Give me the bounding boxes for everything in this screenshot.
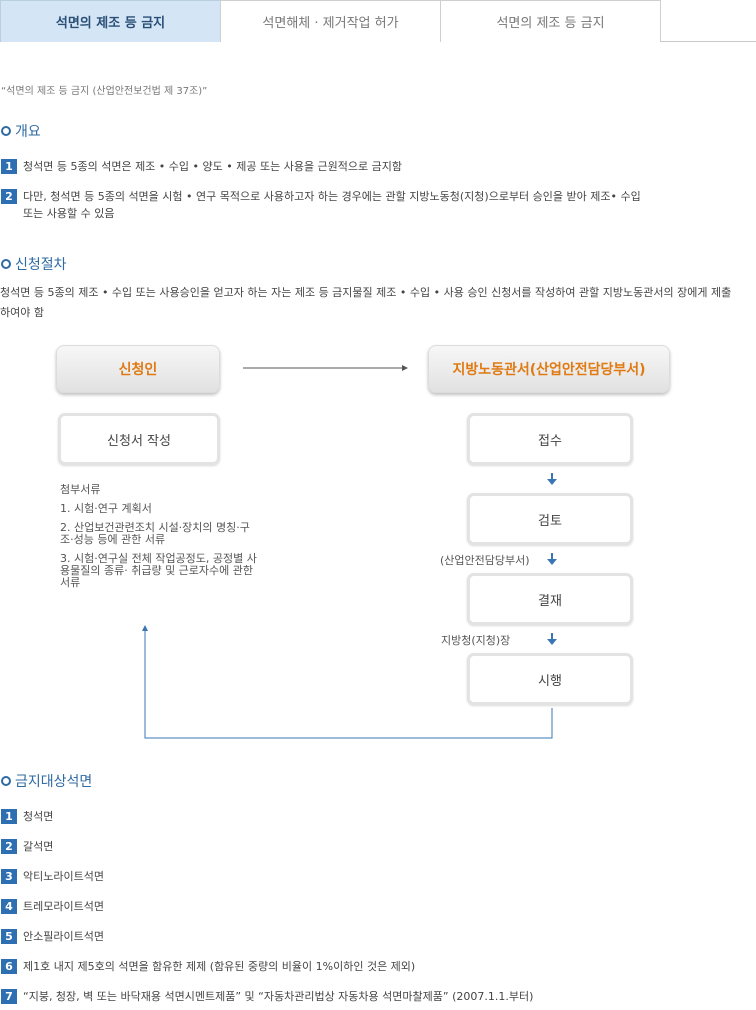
- number-badge: 5: [1, 929, 17, 944]
- attachment-item: 2. 산업보건관련조치 시설·장치의 명칭·구조·성능 등에 관한 서류: [60, 521, 250, 546]
- tab-asbestos-ban[interactable]: 석면의 제조 등 금지: [0, 0, 221, 42]
- bullet-ring-icon: [1, 259, 11, 269]
- banned-item: 1 청석면: [1, 808, 53, 825]
- overview-item: 2 다만, 청석면 등 5종의 석면을 시험 • 연구 목적으로 사용하고자 하…: [1, 188, 641, 222]
- step-receive-box: 접수: [467, 413, 633, 465]
- tab-bar: 석면의 제조 등 금지 석면해체 · 제거작업 허가 석면의 제조 등 금지: [0, 0, 756, 42]
- bullet-ring-icon: [1, 126, 11, 136]
- banned-title-text: 금지대상석면: [15, 774, 93, 790]
- number-badge: 2: [1, 189, 17, 204]
- applicant-header: 신청인: [56, 345, 220, 393]
- approve-head-label: 지방청(지청)장: [441, 634, 511, 647]
- number-badge: 2: [1, 839, 17, 854]
- number-badge: 6: [1, 959, 17, 974]
- step-approve-box: 결재: [467, 573, 633, 625]
- office-header: 지방노동관서(산업안전담당부서): [428, 345, 670, 393]
- arrow-head-right-icon: [402, 365, 408, 371]
- banned-item-text: 갈석면: [23, 840, 54, 853]
- banned-item: 2 갈석면: [1, 838, 53, 855]
- procedure-title-text: 신청절차: [15, 257, 67, 273]
- banned-item: 7 “지붕, 청장, 벽 또는 바닥재용 석면시멘트제품” 및 “자동차관리법상…: [1, 988, 533, 1005]
- step-review-box: 검토: [467, 493, 633, 545]
- arrow-down-icon: [547, 633, 557, 645]
- section-overview-title: 개요: [1, 121, 41, 141]
- banned-item-text: 트레모라이트석면: [23, 900, 104, 913]
- number-badge: 4: [1, 899, 17, 914]
- attachments-list: 첨부서류 1. 시험·연구 계획서 2. 산업보건관련조치 시설·장치의 명칭·…: [60, 484, 260, 596]
- attachment-item: 1. 시험·연구 계획서: [60, 502, 152, 515]
- tab-asbestos-ban-2[interactable]: 석면의 제조 등 금지: [440, 0, 661, 42]
- arrow-down-icon: [547, 473, 557, 485]
- overview-item-text: 청석면 등 5종의 석면은 제조 • 수입 • 양도 • 제공 또는 사용을 근…: [23, 160, 403, 173]
- banned-item-text: 악티노라이트석면: [23, 870, 104, 883]
- banned-item-text: 청석면: [23, 810, 54, 823]
- procedure-text: 청석면 등 5종의 제조 • 수입 또는 사용승인을 얻고자 하는 자는 제조 …: [0, 286, 732, 319]
- section-procedure-title: 신청절차: [1, 254, 67, 274]
- arrow-down-icon: [547, 553, 557, 565]
- banned-item: 4 트레모라이트석면: [1, 898, 104, 915]
- tab-removal-permit[interactable]: 석면해체 · 제거작업 허가: [220, 0, 441, 42]
- overview-title-text: 개요: [15, 124, 41, 140]
- section-banned-title: 금지대상석면: [1, 771, 92, 791]
- write-form-box: 신청서 작성: [58, 413, 220, 465]
- step-enforce-box: 시행: [467, 653, 633, 705]
- banned-item: 3 악티노라이트석면: [1, 868, 104, 885]
- number-badge: 3: [1, 869, 17, 884]
- attachment-item: 3. 시험·연구실 전체 작업공정도, 공정별 사용물질의 종류· 취급량 및 …: [60, 552, 257, 589]
- review-dept-label: (산업안전담당부서): [440, 554, 530, 567]
- banned-item-text: “지붕, 청장, 벽 또는 바닥재용 석면시멘트제품” 및 “자동차관리법상 자…: [23, 990, 534, 1003]
- number-badge: 7: [1, 989, 17, 1004]
- overview-item-text: 다만, 청석면 등 5종의 석면을 시험 • 연구 목적으로 사용하고자 하는 …: [23, 190, 641, 220]
- banned-item: 6 제1호 내지 제5호의 석면을 함유한 제제 (함유된 중량의 비율이 1%…: [1, 958, 415, 975]
- law-title: “석면의 제조 등 금지 (산업안전보건법 제 37조)”: [1, 86, 208, 97]
- banned-item: 5 안소필라이트석면: [1, 928, 104, 945]
- banned-item-text: 안소필라이트석면: [23, 930, 104, 943]
- bullet-ring-icon: [1, 776, 11, 786]
- overview-item: 1 청석면 등 5종의 석면은 제조 • 수입 • 양도 • 제공 또는 사용을…: [1, 158, 402, 175]
- number-badge: 1: [1, 809, 17, 824]
- attachments-title: 첨부서류: [60, 483, 101, 496]
- return-loop-line: [144, 630, 553, 739]
- number-badge: 1: [1, 159, 17, 174]
- arrow-head-up-icon: [142, 625, 148, 631]
- banned-item-text: 제1호 내지 제5호의 석면을 함유한 제제 (함유된 중량의 비율이 1%이하…: [23, 960, 416, 973]
